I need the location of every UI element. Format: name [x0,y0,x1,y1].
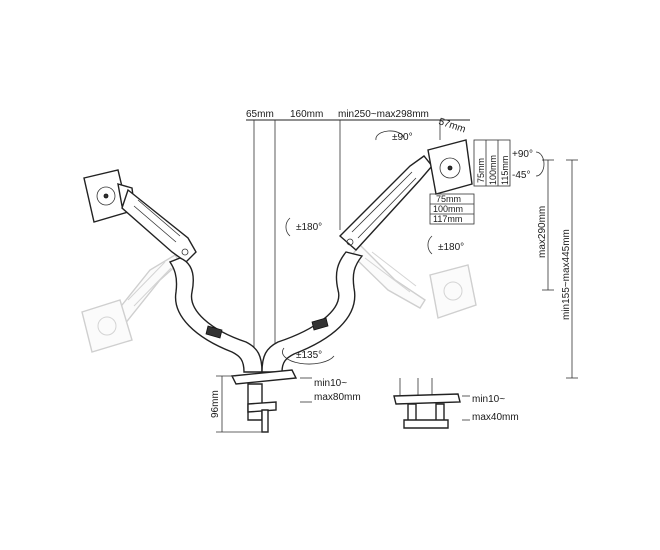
clamp-right-range-2: max40mm [472,412,519,423]
vesa-75-h: 75mm [436,194,461,204]
clamp-right [393,378,470,429]
left-arm [83,169,263,373]
vesa-100-h: 100mm [433,204,463,214]
vesa-100-v: 100mm [488,155,498,185]
vesa-size-box-vertical [473,139,511,187]
top-dimension-lines [246,119,470,360]
vesa-117-h: 117mm [433,214,462,224]
rot-tilt-up: +90° [512,149,533,160]
clamp-height-96: 96mm [210,390,221,418]
ghost-left-arm [81,254,181,353]
clamp-left-range-2: max80mm [314,392,361,403]
right-arm [261,139,473,373]
dim-65: 65mm [246,109,274,120]
rot-180-left: ±180° [296,222,322,233]
ghost-right-arm [351,243,477,319]
dim-57: 57mm [437,116,467,135]
height-range: min155~max445mm [561,229,572,320]
clamp-left-range-1: min10~ [314,378,347,389]
rot-swivel-90: ±90° [392,132,413,143]
rotation-arcs [282,130,545,365]
vesa-115-v: 115mm [500,156,510,185]
clamp-left [216,369,312,433]
vesa-size-box-horizontal [429,193,475,225]
height-max290: max290mm [537,206,548,258]
clamp-right-range-1: min10~ [472,394,505,405]
rot-tilt-down: -45° [512,170,530,181]
rot-180-right: ±180° [438,242,464,253]
rot-base-135: ±135° [296,350,322,361]
vesa-75-v: 75mm [476,158,486,183]
dim-160: 160mm [290,109,323,120]
height-dimension-lines [542,159,578,379]
dim-arm-reach: min250~max298mm [338,109,429,120]
